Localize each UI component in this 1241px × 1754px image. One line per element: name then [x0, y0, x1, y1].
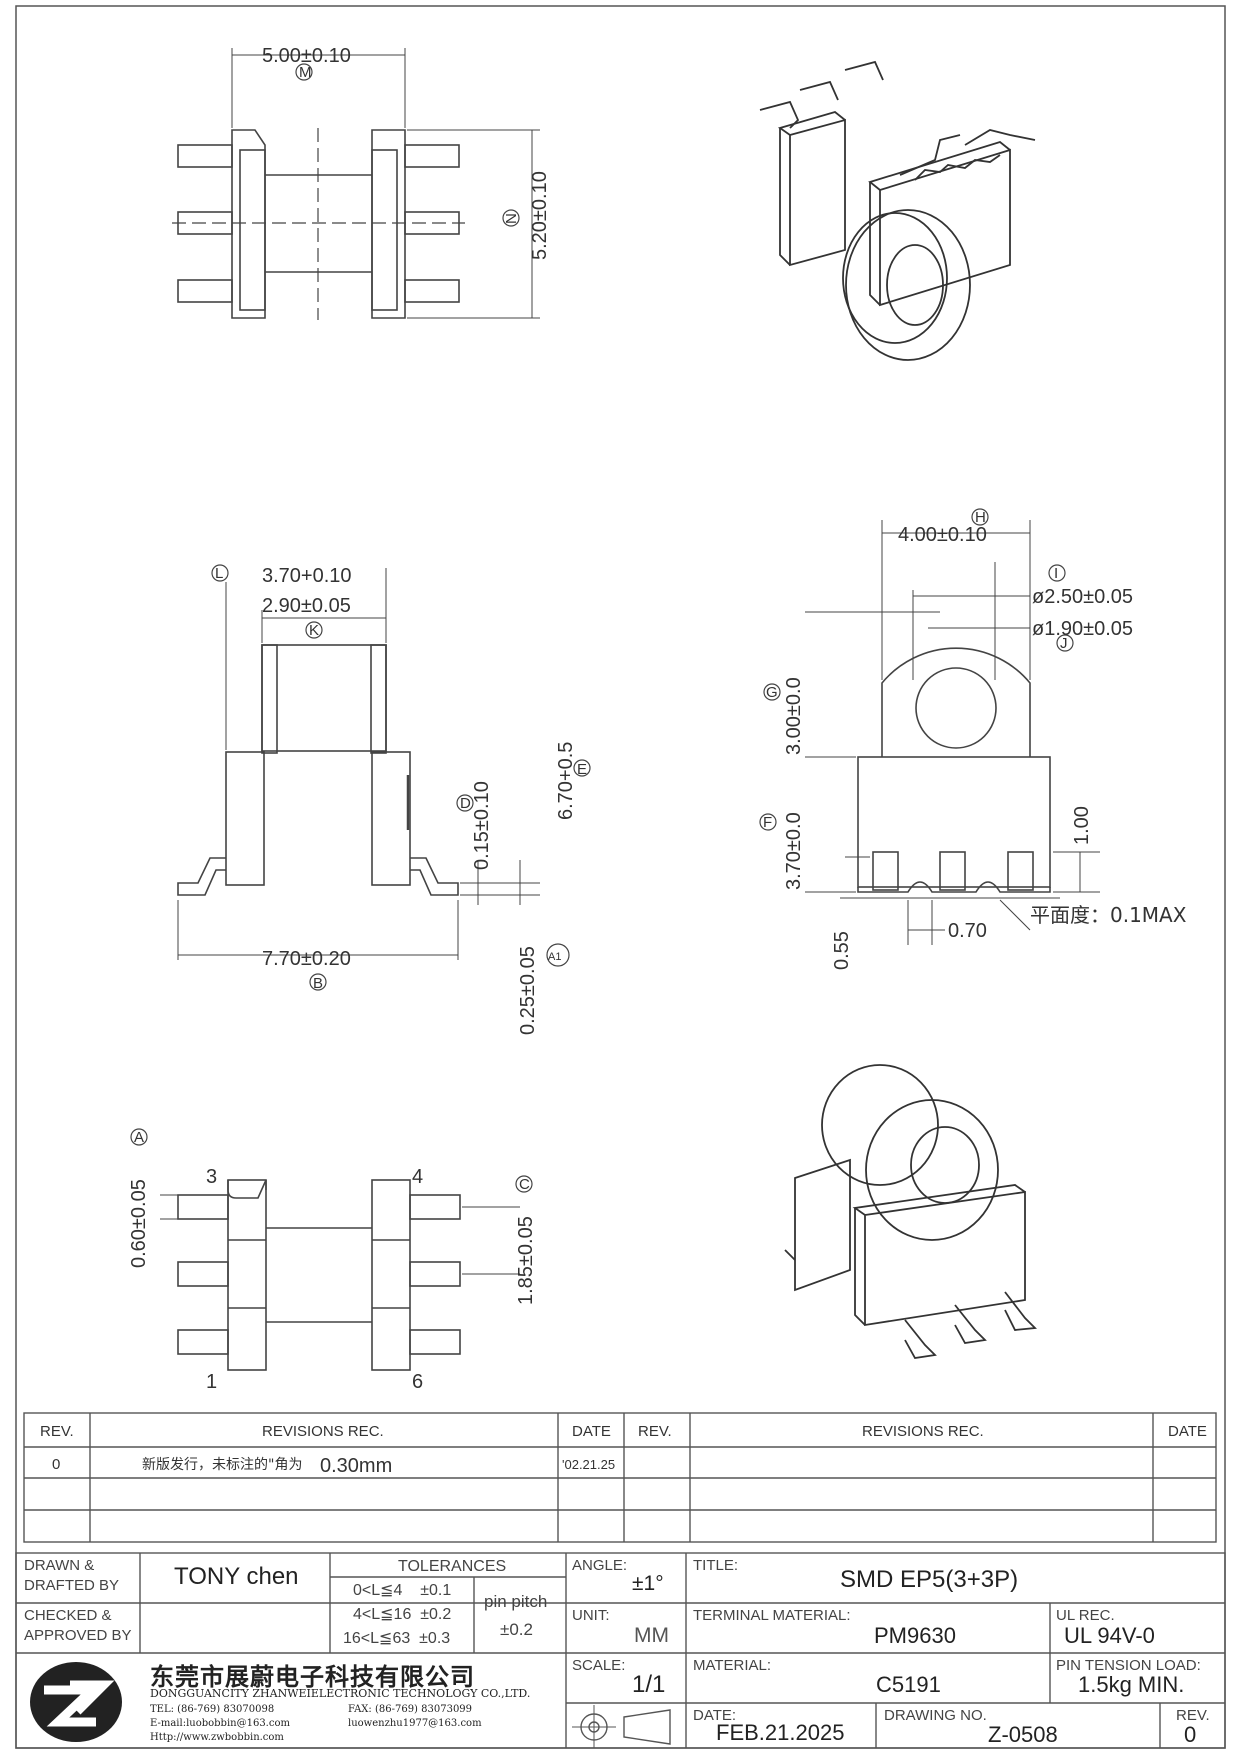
title-label: TITLE: — [693, 1557, 739, 1574]
ul-value: UL 94V-0 — [1064, 1623, 1155, 1648]
side-view — [759, 508, 1100, 945]
bubble-g: G — [766, 684, 778, 701]
rev-label: REV. — [1176, 1707, 1210, 1724]
date-value: FEB.21.2025 — [716, 1720, 845, 1745]
company-name-cn: 东莞市展蔚电子科技有限公司 — [150, 1663, 475, 1691]
angle-value: ±1° — [632, 1572, 664, 1595]
scale-label: SCALE: — [572, 1657, 626, 1674]
rec-header-right: REVISIONS REC. — [862, 1423, 984, 1440]
bubble-d: D — [460, 795, 471, 812]
material-label: MATERIAL: — [693, 1657, 772, 1674]
company-fax: FAX: (86-769) 83073099 — [348, 1704, 473, 1715]
rev-header-right: REV. — [638, 1423, 672, 1440]
dim-055-text: 0.55 — [831, 931, 853, 970]
scale-value: 1/1 — [632, 1671, 666, 1698]
unit-value: MM — [634, 1624, 669, 1647]
bubble-f: F — [763, 814, 772, 831]
title-value: SMD EP5(3+3P) — [840, 1566, 1019, 1593]
bubble-l: L — [215, 565, 223, 582]
pin-pitch-value: ±0.2 — [500, 1620, 533, 1639]
dim-i-text: ø2.50±0.05 — [1032, 586, 1133, 608]
rev-row-0-rec-cn: 新版发行，未标注的"角为 — [142, 1457, 302, 1473]
rev-header-left: REV. — [40, 1423, 74, 1440]
company-email-1: E-mail:luobobbin@163.com — [150, 1718, 290, 1729]
dim-e-text: 6.70+0.5 — [555, 742, 577, 820]
drawing-no-value: Z-0508 — [988, 1722, 1058, 1747]
company-email-2: luowenzhu1977@163.com — [348, 1718, 482, 1729]
dim-070-text: 0.70 — [948, 920, 987, 942]
rev-row-0-rev: 0 — [52, 1456, 60, 1473]
dim-d-text: 0.15±0.10 — [471, 781, 493, 870]
revision-table — [23, 1412, 1217, 1543]
pin-label-6: 6 — [412, 1371, 423, 1393]
checked-label: CHECKED & APPROVED BY — [24, 1607, 132, 1644]
dim-c-text: 1.85±0.05 — [515, 1216, 537, 1305]
bubble-h: H — [975, 509, 986, 526]
dim-g-text: 3.00±0.0 — [783, 677, 805, 755]
pin-label-1: 1 — [206, 1371, 217, 1393]
bubble-a: A — [134, 1129, 144, 1146]
material-value: C5191 — [876, 1672, 941, 1697]
drawing-no-label: DRAWING NO. — [884, 1707, 987, 1724]
unit-label: UNIT: — [572, 1607, 610, 1624]
dim-h-text: 4.00±0.10 — [898, 524, 987, 546]
rev-row-0-rec-val: 0.30mm — [320, 1455, 392, 1477]
top-view — [172, 48, 540, 320]
pin-label-4: 4 — [412, 1166, 423, 1188]
tol-row-3: 16<L≦63 ±0.3 — [343, 1630, 451, 1647]
bubble-i: I — [1054, 565, 1058, 582]
pin-tension-label: PIN TENSION LOAD: — [1056, 1657, 1201, 1674]
pin-label-3: 3 — [206, 1166, 217, 1188]
company-tel: TEL: (86-769) 83070098 — [150, 1704, 275, 1715]
dim-k-text: 2.90±0.05 — [262, 595, 351, 617]
front-view — [177, 564, 591, 991]
date-header-left: DATE — [572, 1423, 611, 1440]
ul-label: UL REC. — [1056, 1607, 1115, 1624]
company-web: Http://www.zwbobbin.com — [150, 1732, 284, 1743]
bottom-view — [130, 1128, 533, 1371]
title-block-grid — [15, 1552, 1226, 1749]
flatness-note: 平面度：0.1MAX — [1030, 903, 1187, 927]
rec-header-left: REVISIONS REC. — [262, 1423, 384, 1440]
bubble-b: B — [313, 975, 323, 992]
rev-row-0-date: '02.21.25 — [562, 1457, 615, 1472]
angle-label: ANGLE: — [572, 1557, 628, 1574]
dim-j-text: ø1.90±0.05 — [1032, 618, 1133, 640]
isometric-view-bottom — [784, 1064, 1037, 1359]
dim-b-text: 7.70±0.20 — [262, 948, 351, 970]
bubble-c: C — [519, 1176, 530, 1193]
company-name-en: DONGGUANCITY ZHANWEIELECTRONIC TECHNOLOG… — [150, 1687, 531, 1700]
drawn-value: TONY chen — [174, 1563, 299, 1590]
bubble-a1: A1 — [548, 951, 561, 963]
dim-a-text: 0.60±0.05 — [128, 1179, 150, 1268]
terminal-value: PM9630 — [874, 1623, 956, 1648]
dim-f-text: 3.70±0.0 — [783, 812, 805, 890]
rev-value: 0 — [1184, 1722, 1197, 1747]
dim-m-text: 5.00±0.10 — [262, 45, 351, 67]
pin-tension-value: 1.5kg MIN. — [1078, 1672, 1185, 1697]
bubble-n: N — [503, 213, 520, 224]
dim-100-text: 1.00 — [1071, 806, 1093, 845]
bubble-m: M — [299, 64, 312, 81]
pin-pitch-label: pin pitch — [484, 1592, 548, 1611]
date-label: DATE: — [693, 1707, 737, 1724]
dim-a1-text: 0.25±0.05 — [517, 946, 539, 1035]
bubble-k: K — [309, 622, 319, 639]
sheet-border — [15, 5, 1226, 1749]
isometric-view-top — [759, 60, 1036, 361]
tol-row-2: 4<L≦16 ±0.2 — [353, 1606, 452, 1623]
dim-l-text: 3.70+0.10 — [262, 565, 352, 587]
tol-row-1: 0<L≦4 ±0.1 — [353, 1582, 452, 1599]
date-header-right: DATE — [1168, 1423, 1207, 1440]
drawn-label: DRAWN & DRAFTED BY — [24, 1557, 120, 1594]
terminal-label: TERMINAL MATERIAL: — [693, 1607, 851, 1624]
dim-n-text: 5.20±0.10 — [529, 171, 551, 260]
company-logo — [30, 1662, 122, 1742]
bubble-e: E — [577, 761, 587, 778]
tolerances-label: TOLERANCES — [398, 1558, 507, 1575]
bubble-j: J — [1060, 635, 1068, 652]
